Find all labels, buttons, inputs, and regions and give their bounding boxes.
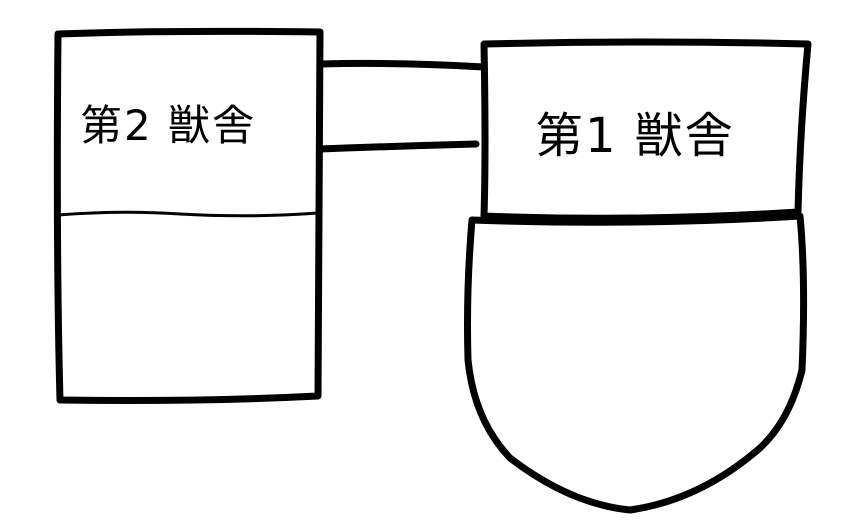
corridor-bottom-line [316,140,480,153]
building-2-outline [53,27,324,404]
building-2-divider [56,210,320,218]
building-1-label: 第1 獣舎 [535,108,735,164]
building-1-lower-section [464,212,808,514]
corridor-top-line [316,59,488,71]
building-2-label: 第2 獣舎 [80,101,257,150]
building-1-outline [480,38,812,222]
